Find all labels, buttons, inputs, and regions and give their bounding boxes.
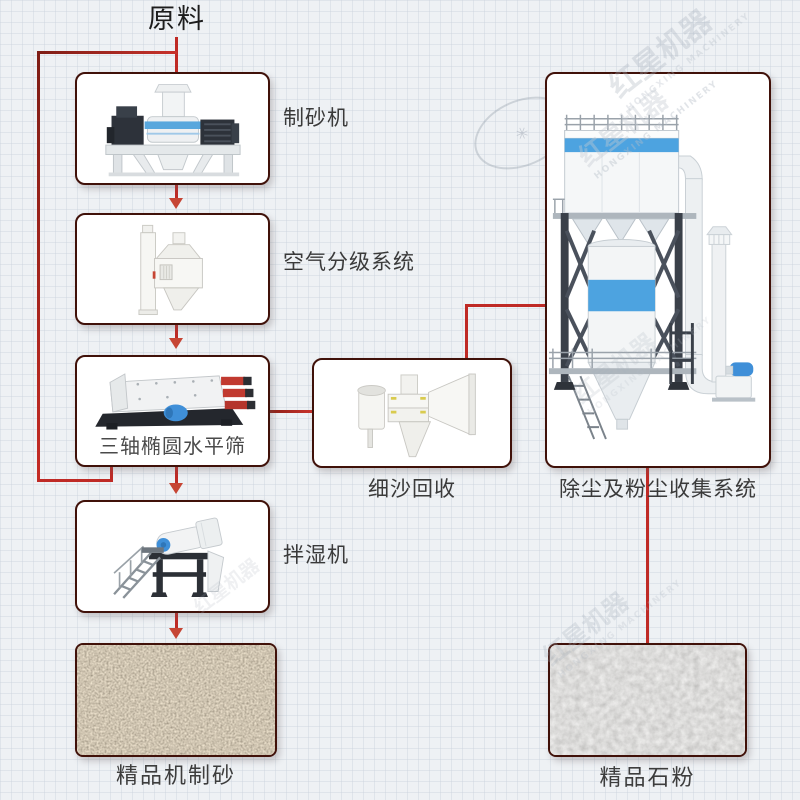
arrowhead-down-icon [169, 483, 183, 494]
node-label-air-classifier: 空气分级系统 [283, 250, 415, 274]
line-source-to-sandmaker [175, 37, 178, 72]
node-label-triaxial-screen: 三轴椭圆水平筛 [99, 433, 246, 458]
node-fine-sand-recycler [312, 358, 512, 468]
powder-photo [550, 645, 745, 755]
line-recycle-bottom [37, 479, 113, 482]
air-classifier-illustration [138, 224, 203, 315]
sand-maker-illustration [105, 83, 241, 176]
output-photo-stone-powder [548, 643, 747, 757]
output-photo-machine-made-sand [75, 643, 277, 757]
node-triaxial-screen: 三轴椭圆水平筛 [75, 355, 270, 467]
line-recycler-up [465, 304, 468, 358]
line-dust-to-powder [646, 468, 649, 643]
line-wetter-to-sand [175, 613, 178, 630]
node-sand-maker [75, 72, 270, 185]
line-screen-to-wetter [175, 467, 178, 485]
arrowhead-down-icon [169, 198, 183, 209]
arrowhead-down-icon [169, 338, 183, 349]
node-dust-collection [545, 72, 771, 468]
node-label-fine-sand-recycler: 细沙回收 [368, 477, 456, 501]
line-screen-to-recycler [270, 410, 312, 413]
dust-collector-illustration [548, 114, 756, 440]
line-sandmaker-to-classifier [175, 185, 178, 200]
sand-photo [77, 645, 275, 755]
line-classifier-to-screen [175, 325, 178, 340]
line-recycle-left [37, 51, 40, 481]
source-label: 原料 [148, 4, 206, 35]
line-recycle-up-to-screen [110, 466, 113, 481]
node-wetting-machine [75, 500, 270, 613]
recycler-illustration [357, 372, 476, 457]
screen-illustration [95, 372, 256, 430]
output-label-machine-made-sand: 精品机制砂 [115, 764, 236, 789]
line-recycle-branch-top [37, 51, 177, 54]
arrowhead-down-icon [169, 628, 183, 639]
node-label-dust-collection: 除尘及粉尘收集系统 [559, 477, 757, 501]
wetting-machine-illustration [113, 517, 225, 599]
line-recycler-to-dust [465, 304, 545, 307]
node-label-sand-maker: 制砂机 [283, 106, 349, 130]
node-air-classifier [75, 213, 270, 325]
output-label-stone-powder: 精品石粉 [599, 766, 696, 791]
node-label-wetting-machine: 拌湿机 [283, 543, 349, 567]
